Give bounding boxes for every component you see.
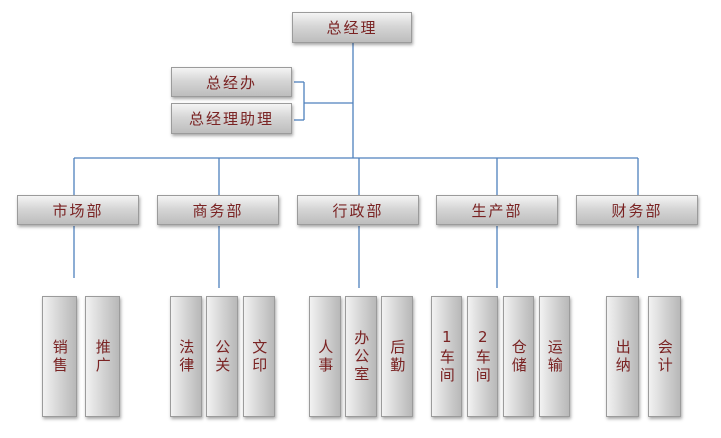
node-label: 后勤 — [388, 338, 407, 375]
node-label: 文印 — [250, 338, 269, 375]
node-sub-workshop-1: 1车间 — [431, 296, 462, 417]
node-label: 总经办 — [205, 73, 257, 92]
node-label: 总经理 — [326, 19, 378, 37]
node-dept-admin: 行政部 — [297, 195, 419, 225]
node-label: 销售 — [50, 338, 69, 375]
node-label: 推广 — [93, 338, 112, 375]
node-label: 仓储 — [509, 338, 528, 375]
node-sub-logistics: 后勤 — [381, 296, 413, 417]
node-label: 法律 — [177, 338, 196, 375]
node-dept-finance: 财务部 — [576, 195, 698, 225]
node-sub-warehouse: 仓储 — [503, 296, 534, 417]
node-label: 出纳 — [613, 338, 632, 375]
node-label: 财务部 — [611, 201, 663, 220]
node-dept-marketing: 市场部 — [17, 195, 139, 225]
node-label: 运输 — [545, 338, 564, 375]
node-sub-office: 办公室 — [345, 296, 377, 417]
node-sub-cashier: 出纳 — [606, 296, 639, 417]
node-sub-promotion: 推广 — [85, 296, 120, 417]
node-sub-workshop-2: 2车间 — [467, 296, 498, 417]
node-label: 1车间 — [437, 328, 456, 385]
node-sub-accounting: 会计 — [648, 296, 681, 417]
node-sub-pr: 公关 — [206, 296, 238, 417]
node-sub-hr: 人事 — [309, 296, 341, 417]
node-dept-business: 商务部 — [157, 195, 279, 225]
node-sub-legal: 法律 — [170, 296, 202, 417]
node-label: 办公室 — [352, 329, 371, 384]
node-gm-office: 总经办 — [171, 67, 292, 97]
node-label: 商务部 — [192, 201, 244, 220]
node-label: 会计 — [655, 338, 674, 375]
node-label: 人事 — [316, 338, 335, 375]
node-general-manager: 总经理 — [292, 12, 412, 43]
node-label: 2车间 — [473, 328, 492, 385]
node-label: 行政部 — [332, 201, 384, 220]
node-label: 总经理助理 — [188, 110, 274, 128]
node-gm-assistant: 总经理助理 — [171, 103, 292, 134]
node-label: 生产部 — [471, 201, 523, 220]
node-sub-sales: 销售 — [42, 296, 77, 417]
node-sub-printing: 文印 — [243, 296, 275, 417]
node-sub-transport: 运输 — [539, 296, 570, 417]
node-label: 公关 — [213, 338, 232, 375]
node-label: 市场部 — [52, 201, 104, 220]
node-dept-production: 生产部 — [436, 195, 558, 225]
